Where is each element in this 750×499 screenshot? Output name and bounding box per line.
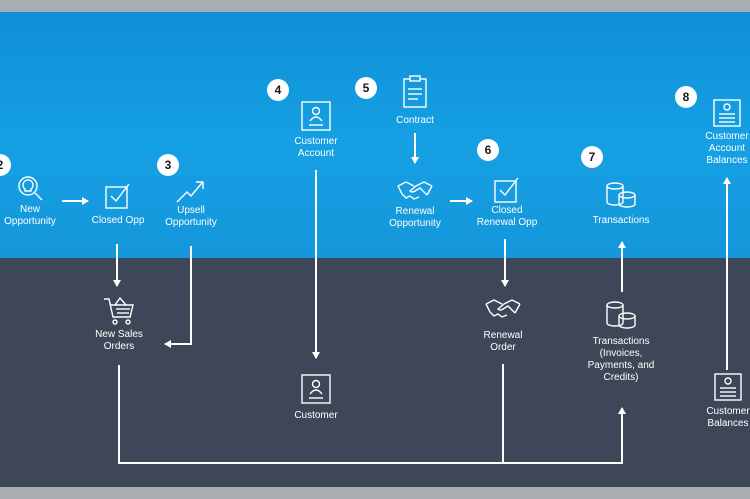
step-number-8: 8 [675, 86, 697, 108]
database-icon [606, 301, 636, 329]
node-transactions-detail: Transactions (Invoices, Payments, and Cr… [578, 300, 664, 384]
checkbox-icon [494, 177, 519, 203]
node-new-sales-orders: New Sales Orders [82, 295, 156, 353]
node-customer-balances: Customer Balances [700, 372, 750, 430]
label-customer-account: Customer Account [294, 136, 338, 159]
step-number-6: 6 [477, 139, 499, 161]
label-upsell-opportunity: Upsell Opportunity [165, 205, 217, 228]
label-new-sales-orders: New Sales Orders [95, 329, 143, 352]
step-number-7: 7 [581, 146, 603, 168]
id-card-icon [301, 374, 331, 404]
arrow-upsell-to-orders [164, 246, 192, 348]
label-customer-account-balances: Customer Account Balances [705, 131, 749, 166]
lightbulb-magnifier-icon [18, 176, 43, 201]
label-renewal-order: Renewal Order [483, 330, 523, 353]
checkbox-icon [105, 183, 130, 209]
node-customer: Customer [283, 373, 349, 422]
node-upsell-opportunity: Upsell Opportunity [156, 177, 226, 229]
label-closed-renewal-opp: Closed Renewal Opp [476, 205, 538, 228]
ledger-icon [714, 373, 742, 401]
id-card-icon [301, 101, 331, 131]
node-customer-account: Customer Account [280, 100, 352, 160]
label-customer-balances: Customer Balances [706, 406, 750, 429]
shopping-cart-icon [104, 296, 134, 325]
label-customer: Customer [294, 410, 338, 421]
bottom-frame [0, 487, 750, 499]
node-closed-renewal-opp: Closed Renewal Opp [470, 175, 544, 229]
label-contract: Contract [396, 115, 434, 126]
top-frame [0, 0, 750, 12]
node-customer-account-balances: Customer Account Balances [698, 98, 750, 167]
node-transactions: Transactions [583, 181, 659, 227]
handshake-icon [485, 299, 521, 318]
clipboard-icon [403, 75, 427, 108]
ledger-icon [713, 99, 741, 127]
label-closed-opp: Closed Opp [91, 215, 145, 226]
label-transactions-detail: Transactions (Invoices, Payments, and Cr… [587, 336, 655, 383]
step-number-2: 2 [0, 154, 11, 176]
label-renewal-opportunity: Renewal Opportunity [389, 206, 441, 229]
order-band [0, 258, 750, 487]
step-number-3: 3 [157, 154, 179, 176]
database-icon [606, 182, 636, 208]
opportunity-band [0, 12, 750, 258]
node-new-opportunity: New Opportunity [0, 174, 62, 228]
step-number-4: 4 [267, 79, 289, 101]
node-closed-opp: Closed Opp [80, 181, 156, 227]
upward-trend-arrow-icon [176, 181, 204, 203]
label-transactions: Transactions [592, 215, 650, 226]
step-number-5: 5 [355, 77, 377, 99]
node-renewal-opportunity: Renewal Opportunity [380, 178, 450, 230]
label-new-opportunity: New Opportunity [4, 204, 56, 227]
handshake-icon [397, 181, 433, 200]
flow-orders-to-transactions [118, 365, 626, 464]
node-renewal-order: Renewal Order [468, 296, 538, 354]
node-contract: Contract [383, 75, 447, 127]
